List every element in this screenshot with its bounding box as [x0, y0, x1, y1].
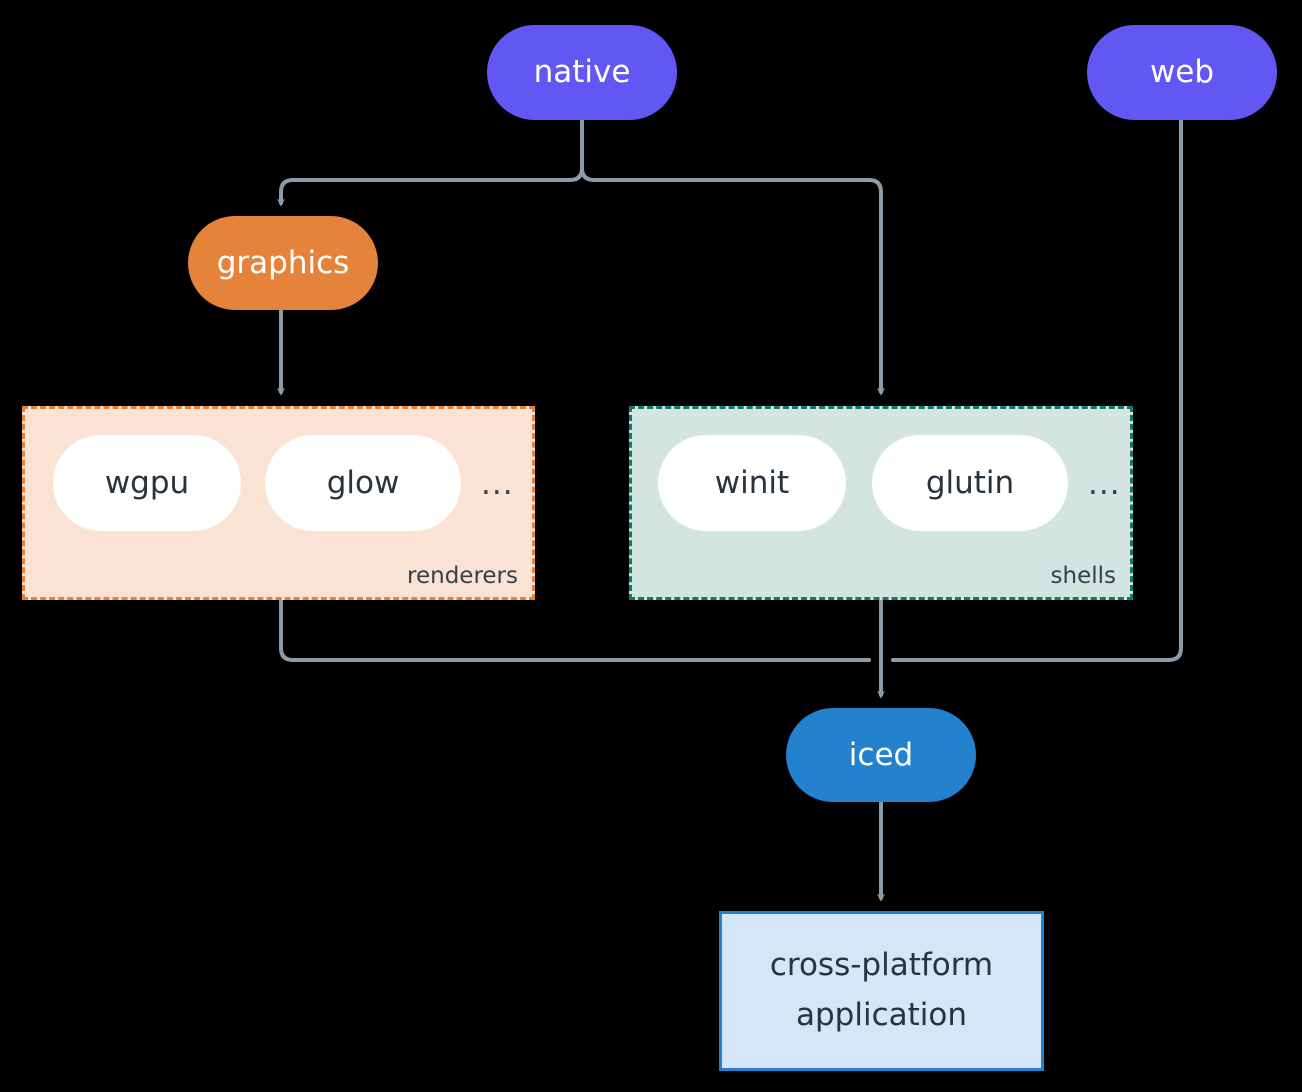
edge-native-to-shells [580, 118, 885, 396]
node-graphics[interactable]: graphics [188, 216, 378, 310]
group-shells[interactable]: winit glutin ... shells [629, 406, 1133, 600]
node-wgpu[interactable]: wgpu [53, 435, 241, 531]
node-glow-label: glow [326, 465, 400, 501]
node-glutin-label: glutin [925, 465, 1015, 501]
node-glutin[interactable]: glutin [872, 435, 1068, 531]
edge-native-to-graphics [277, 118, 584, 207]
node-native-label: native [533, 54, 631, 91]
node-native[interactable]: native [487, 25, 677, 120]
group-renderers[interactable]: wgpu glow ... renderers [22, 406, 535, 600]
node-winit[interactable]: winit [658, 435, 846, 531]
edge-renderers-to-iced [279, 598, 871, 662]
node-glow[interactable]: glow [265, 435, 461, 531]
node-web-label: web [1149, 54, 1215, 91]
group-renderers-label: renderers [407, 563, 518, 589]
application-label-line2: application [796, 997, 967, 1033]
group-shells-label: shells [1050, 563, 1116, 589]
application-label-line1: cross-platform [769, 947, 994, 984]
node-web[interactable]: web [1087, 25, 1277, 120]
node-iced[interactable]: iced [786, 708, 976, 802]
node-graphics-label: graphics [216, 244, 350, 281]
node-iced-label: iced [848, 736, 914, 773]
node-winit-label: winit [714, 465, 790, 501]
node-cross-platform-application[interactable]: cross-platform application [719, 911, 1044, 1071]
node-wgpu-label: wgpu [104, 465, 190, 501]
renderers-ellipsis: ... [481, 466, 514, 502]
shells-ellipsis: ... [1088, 466, 1121, 502]
